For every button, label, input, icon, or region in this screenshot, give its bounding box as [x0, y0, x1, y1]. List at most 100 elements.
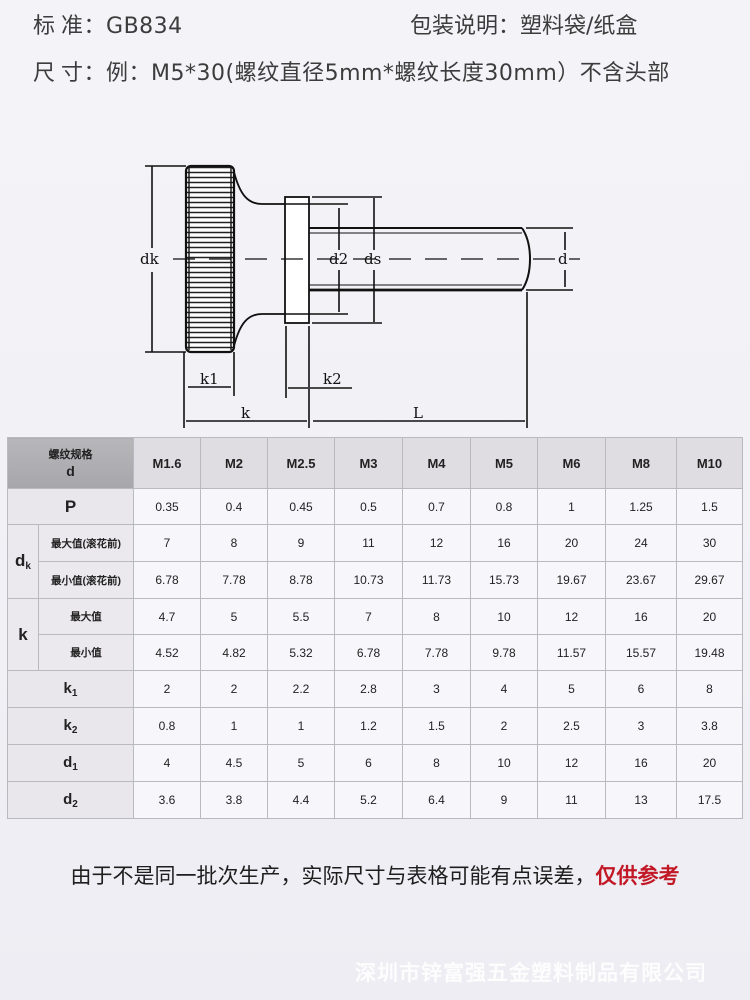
row-label-d2: d2 [7, 781, 134, 819]
cell: 20 [676, 744, 743, 782]
cell: 5 [267, 744, 335, 782]
cell: 11 [334, 524, 403, 562]
standard-value: GB834 [106, 14, 183, 39]
cell: 6.4 [402, 781, 471, 819]
col-header: M6 [537, 437, 606, 489]
cell: 12 [537, 598, 606, 635]
cell: 8 [402, 744, 471, 782]
cell: 3.8 [200, 781, 268, 819]
k1-label-sub: 1 [71, 687, 78, 699]
standard-line: 标准：GB834 [33, 8, 183, 40]
standard-label-b: 准： [61, 14, 107, 39]
size-label-a: 尺 [33, 61, 56, 86]
cell: 5 [537, 670, 606, 708]
label-ds: ds [364, 250, 381, 268]
label-k2: k2 [323, 370, 342, 388]
cell: 5.2 [334, 781, 403, 819]
cell: 4.5 [200, 744, 268, 782]
col-header: M1.6 [133, 437, 201, 489]
cell: 20 [676, 598, 743, 635]
cell: 16 [605, 744, 677, 782]
cell: 5 [200, 598, 268, 635]
cell: 12 [402, 524, 471, 562]
cell: 4.82 [200, 634, 268, 671]
cell: 16 [605, 598, 677, 635]
threaded-shank [309, 227, 532, 292]
row-label-d1: d1 [7, 744, 134, 782]
cell: 3 [402, 670, 471, 708]
cell: 2 [133, 670, 201, 708]
cell: 0.8 [470, 488, 538, 525]
label-k: k [241, 404, 251, 422]
collar [284, 196, 310, 324]
cell: 3.8 [676, 707, 743, 745]
cell: 11 [537, 781, 606, 819]
row-label-P: P [7, 488, 134, 525]
corner-header-bottom: d [66, 463, 75, 479]
cell: 7 [133, 524, 201, 562]
cell: 23.67 [605, 561, 677, 599]
note-highlight: 仅供参考 [595, 864, 680, 888]
label-dk: dk [140, 250, 160, 268]
col-header: M4 [402, 437, 471, 489]
tolerance-note: 由于不是同一批次生产，实际尺寸与表格可能有点误差，仅供参考 [0, 860, 750, 890]
cell: 30 [676, 524, 743, 562]
col-header: M2.5 [267, 437, 335, 489]
table-row-P: P 0.35 0.4 0.45 0.5 0.7 0.8 1 1.25 1.5 [7, 488, 743, 525]
cell: 9 [267, 524, 335, 562]
cell: 9 [470, 781, 538, 819]
d1-label-sub: 1 [72, 761, 78, 773]
cell: 1.5 [676, 488, 743, 525]
k2-label: k [63, 716, 72, 734]
col-header: M8 [605, 437, 677, 489]
cell: 6.78 [334, 634, 403, 671]
cell: 2 [200, 670, 268, 708]
row-label-k1: k1 [7, 670, 134, 708]
cell: 0.45 [267, 488, 335, 525]
col-header: M5 [470, 437, 538, 489]
cell: 3 [605, 707, 677, 745]
cell: 5.5 [267, 598, 335, 635]
cell: 4 [470, 670, 538, 708]
cell: 7.78 [402, 634, 471, 671]
d2-label-sub: 2 [72, 798, 78, 810]
col-header: M3 [334, 437, 403, 489]
size-label-b: 寸： [61, 61, 107, 86]
packaging-label: 包装说明： [410, 14, 521, 39]
cell: 3.6 [133, 781, 201, 819]
thumb-screw-drawing: dk d2 ds d k1 k2 k L [140, 164, 580, 428]
cell: 17.5 [676, 781, 743, 819]
cell: 29.67 [676, 561, 743, 599]
d1-label: d [63, 753, 73, 771]
cell: 2.8 [334, 670, 403, 708]
corner-header-top: 螺纹规格 [48, 449, 93, 461]
sub-label-dk-max: 最大值(滚花前) [38, 524, 134, 562]
cell: 1.2 [334, 707, 403, 745]
cell: 24 [605, 524, 677, 562]
cell: 15.73 [470, 561, 538, 599]
cell: 10 [470, 598, 538, 635]
cell: 7 [334, 598, 403, 635]
cell: 8 [200, 524, 268, 562]
dimension-table: 螺纹规格 d M1.6 M2 M2.5 M3 M4 M5 M6 M8 M10 P… [7, 437, 743, 819]
cell: 11.73 [402, 561, 471, 599]
cell: 2 [470, 707, 538, 745]
cell: 19.67 [537, 561, 606, 599]
row-group-dk: dk [7, 524, 39, 599]
cell: 8 [402, 598, 471, 635]
dk-label-sub: k [25, 561, 31, 572]
label-d: d [558, 250, 568, 268]
cell: 9.78 [470, 634, 538, 671]
cell: 13 [605, 781, 677, 819]
table-row-k2: k2 0.8 1 1 1.2 1.5 2 2.5 3 3.8 [7, 707, 743, 745]
cell: 19.48 [676, 634, 743, 671]
col-header: M10 [676, 437, 743, 489]
cell: 4 [133, 744, 201, 782]
row-label-k2: k2 [7, 707, 134, 745]
company-watermark: 深圳市锌富强五金塑料制品有限公司 [355, 961, 707, 985]
packaging-value: 塑料袋/纸盒 [520, 14, 638, 39]
cell: 1 [267, 707, 335, 745]
cell: 12 [537, 744, 606, 782]
cell: 10 [470, 744, 538, 782]
standard-label-a: 标 [33, 14, 56, 39]
